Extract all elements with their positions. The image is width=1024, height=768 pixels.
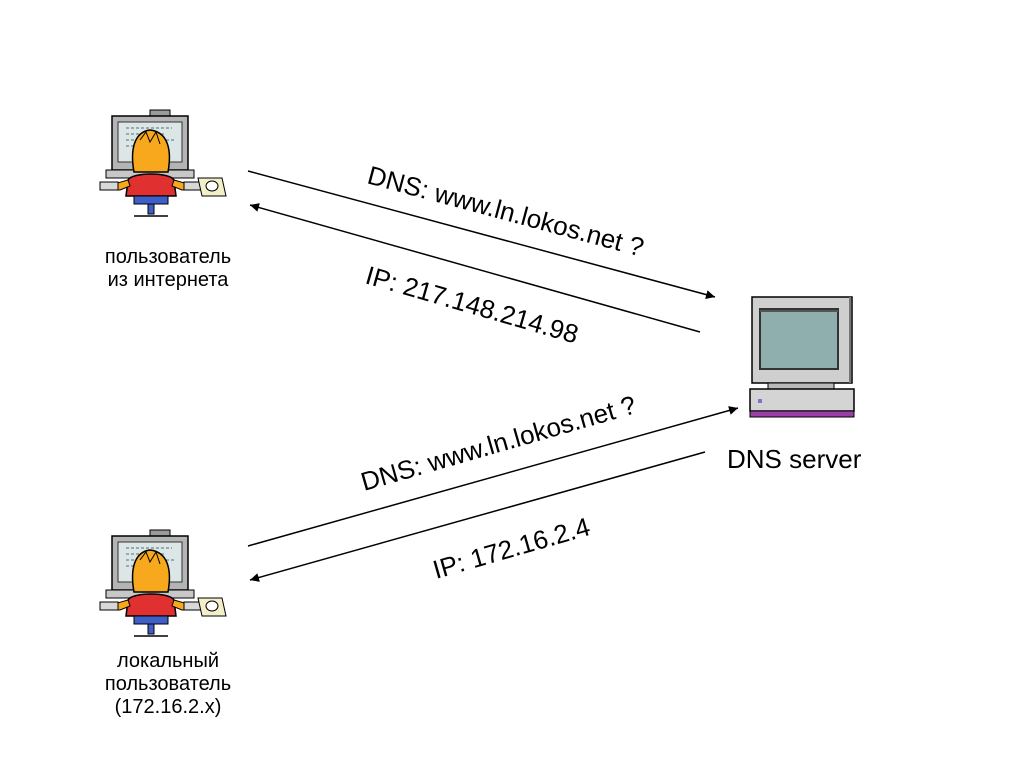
local-query-arrow [247,406,739,547]
internet-reply-label: IP: 217.148.214.98 [362,260,582,349]
local-user-label-line-2: пользователь [104,673,232,695]
dns-server-label: DNS server [727,444,862,474]
internet-user-label-line-2: из интернета [107,269,229,291]
internet-user-icon [99,109,227,217]
internet-user-label-line-1: пользователь [104,246,232,268]
local-user-label: локальный пользователь (172.16.2.x) [78,650,258,719]
desktop-computer-icon [749,296,855,418]
internet-user-label: пользователь из интернета [78,246,258,292]
local-reply-arrow [249,451,706,582]
internet-reply-arrow [249,203,701,333]
internet-query-arrow [247,170,716,300]
local-user-label-line-3: (172.16.2.x) [114,696,222,718]
local-user-label-line-1: локальный [116,650,219,672]
local-query-label: DNS: www.ln.lokos.net ? [357,389,639,496]
local-user-icon [99,529,227,637]
internet-query-label: DNS: www.ln.lokos.net ? [364,160,647,263]
